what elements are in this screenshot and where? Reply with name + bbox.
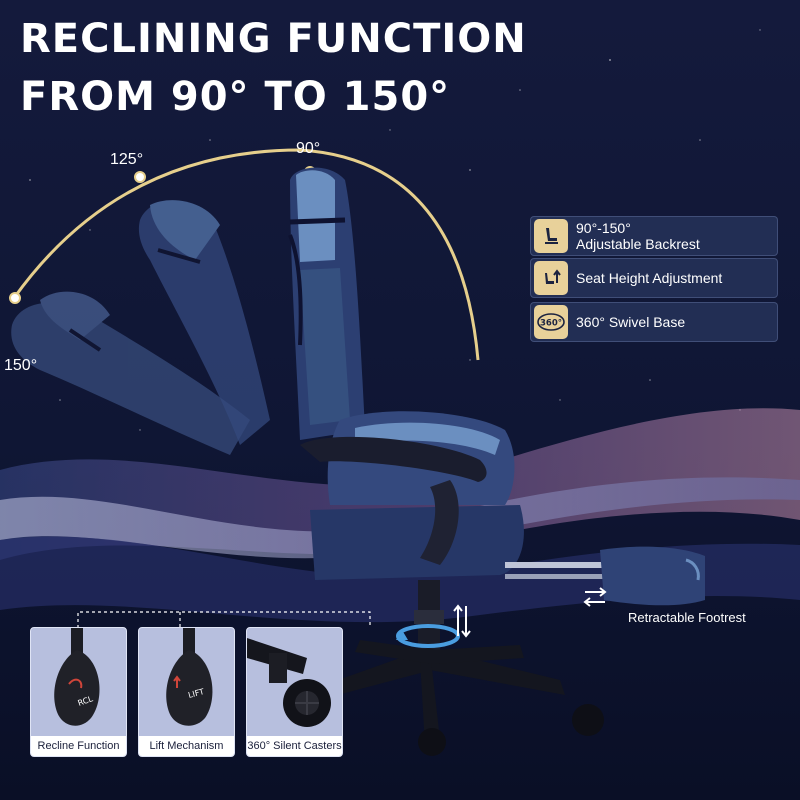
angle-label-125: 125° xyxy=(110,151,144,168)
feature-backrest-range: 90°-150° xyxy=(576,220,631,236)
arc-marker-125 xyxy=(134,171,146,183)
star-field xyxy=(29,29,761,431)
lift-arrows-icon xyxy=(453,604,471,638)
feature-seat-height-label: Seat Height Adjustment xyxy=(576,270,723,286)
thumbnail-caption-recline: Recline Function xyxy=(31,736,126,756)
thumbnail-silent-casters: 360° Silent Casters xyxy=(246,627,343,757)
feature-swivel-base: 360° 360° Swivel Base xyxy=(530,302,778,342)
recline-arc xyxy=(12,148,480,361)
backrest-ghost-150 xyxy=(11,291,250,455)
footrest-arrows-icon xyxy=(583,587,607,607)
swivel-icon: 360° xyxy=(534,305,568,339)
chair-seat xyxy=(310,411,524,580)
chair-backrest xyxy=(288,167,365,440)
footrest-label: Retractable Footrest xyxy=(628,610,746,625)
feature-adjustable-backrest: 90°-150° Adjustable Backrest xyxy=(530,216,778,256)
feature-seat-height: Seat Height Adjustment xyxy=(530,258,778,298)
backrest-ghost-125 xyxy=(138,200,270,445)
headline-line-2: FROM 90° TO 150° xyxy=(20,74,451,120)
caster-image xyxy=(247,638,331,727)
chair-armrest xyxy=(300,436,487,565)
chair-footrest xyxy=(505,546,705,606)
angle-label-90: 90° xyxy=(296,140,321,157)
thumbnail-caption-casters: 360° Silent Casters xyxy=(247,736,342,756)
arc-marker-150 xyxy=(9,292,21,304)
angle-label-150: 150° xyxy=(4,357,38,374)
swivel-badge-text: 360° xyxy=(540,319,562,329)
lift-lever-text: LIFT xyxy=(187,687,205,700)
backrest-icon xyxy=(534,219,568,253)
thumbnail-recline-function: RCL Recline Function xyxy=(30,627,127,757)
lift-lever-image: LIFT xyxy=(166,628,213,726)
feature-swivel-label: 360° Swivel Base xyxy=(576,314,686,330)
recline-lever-image: RCL xyxy=(54,628,100,726)
feature-backrest-label: Adjustable Backrest xyxy=(576,236,700,252)
headline-line-1: RECLINING FUNCTION xyxy=(20,16,527,62)
thumbnail-caption-lift: Lift Mechanism xyxy=(139,736,234,756)
thumbnail-lift-mechanism: LIFT Lift Mechanism xyxy=(138,627,235,757)
seat-height-icon xyxy=(534,261,568,295)
callout-connector xyxy=(77,611,371,628)
